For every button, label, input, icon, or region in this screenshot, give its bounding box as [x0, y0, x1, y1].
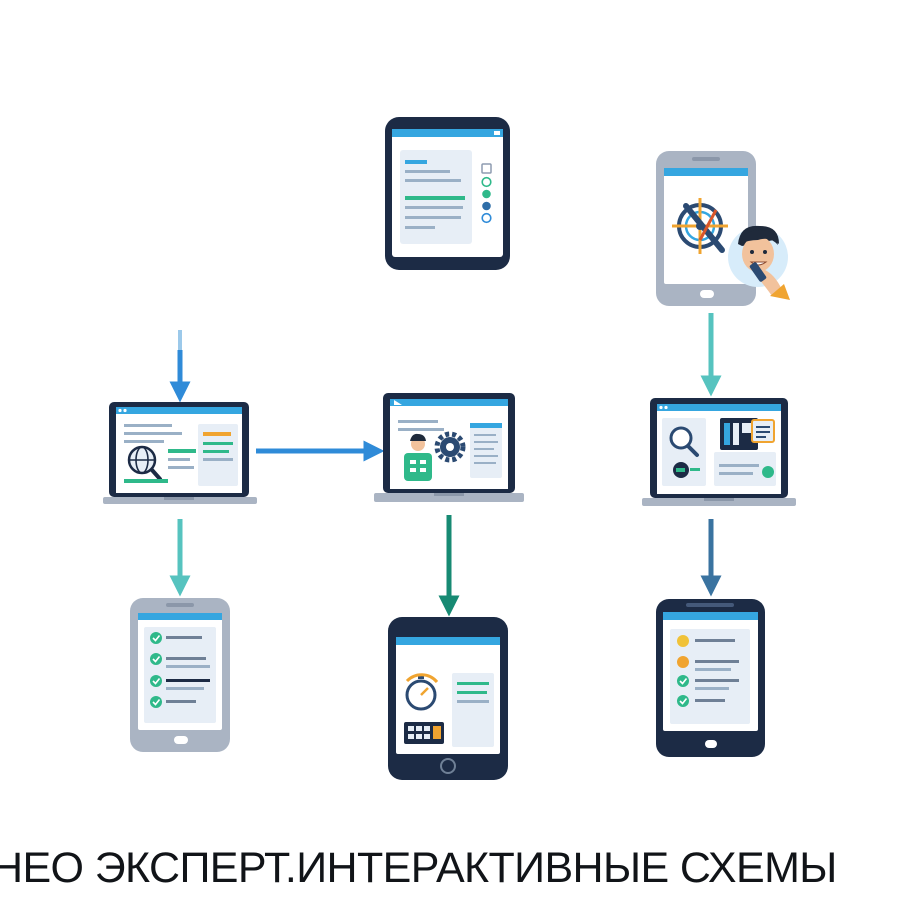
phone-stopwatch-calculator: [388, 617, 508, 780]
connector-fade-entry: [169, 330, 310, 403]
laptop-globe-search: [103, 402, 257, 504]
phone-checklist-left: [130, 598, 230, 752]
laptop-magnifier-blueprint: [642, 398, 796, 506]
phone-report-right: [656, 599, 765, 757]
checklist-icon: [150, 632, 162, 708]
checklist-icon: [677, 635, 689, 707]
tablet-checklist-top: [385, 117, 510, 270]
engineer-gear-icon: [404, 431, 466, 481]
magnifier-blueprint-icon: [669, 418, 775, 478]
expert-avatar-icon: [728, 225, 790, 300]
stopwatch-icon: [404, 673, 444, 744]
caption-text: НЕО ЭКСПЕРТ.ИНТЕРАКТИВНЫЕ СХЕМЫ: [0, 844, 837, 892]
phone-compass-expert: [656, 151, 790, 306]
globe-magnifier-icon: [124, 445, 168, 483]
laptop-engineer-settings: [374, 393, 524, 502]
compass-icon: [672, 198, 728, 254]
